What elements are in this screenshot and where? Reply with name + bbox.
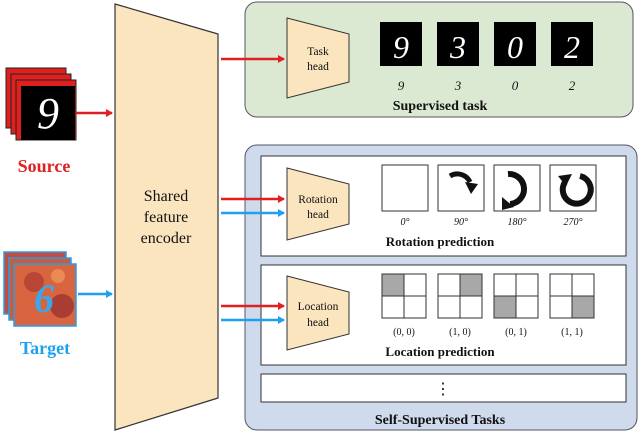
location-title: Location prediction — [385, 344, 495, 359]
sample-label: 9 — [398, 78, 405, 93]
more-tasks-ellipsis: ⋮ — [435, 381, 451, 398]
sample-digit: 9 — [393, 29, 409, 65]
shared-encoder — [114, 3, 219, 431]
task-head-line2: head — [307, 61, 329, 73]
sample-image — [437, 22, 479, 66]
sample-image — [551, 22, 593, 66]
location-grid — [381, 273, 427, 319]
more-tasks-box — [260, 373, 627, 403]
sample-digit: 0 — [507, 29, 523, 65]
rotation-arrow-icon — [448, 171, 473, 184]
rotation-head-line1: Rotation — [298, 194, 338, 206]
location-head-line2: head — [307, 317, 329, 329]
rotation-head — [286, 167, 350, 241]
rotation-head-line2: head — [307, 209, 329, 221]
location-samples — [381, 273, 595, 319]
rotation-label: 180° — [508, 217, 527, 228]
target-digit: 6 — [34, 276, 54, 321]
task-head-line1: Task — [307, 46, 329, 58]
rotation-title: Rotation prediction — [386, 234, 495, 249]
location-label: (1, 0) — [449, 327, 471, 338]
source-digit: 9 — [37, 89, 59, 138]
sample-image — [494, 22, 536, 66]
sample-label: 2 — [569, 78, 576, 93]
rotation-label: 0° — [401, 217, 410, 228]
sample-image — [380, 22, 422, 66]
encoder-label-line3: encoder — [141, 230, 192, 247]
source-digit-image — [21, 86, 75, 140]
self-supervised-title: Self-Supervised Tasks — [375, 413, 506, 428]
sample-label: 3 — [454, 78, 462, 93]
rotation-label: 90° — [454, 217, 468, 228]
location-grid — [549, 273, 595, 319]
sample-digit: 3 — [449, 29, 466, 65]
location-grid — [493, 273, 539, 319]
supervised-task-title: Supervised task — [393, 99, 488, 114]
supervised-samples: 9 9 3 3 0 0 2 2 — [380, 22, 593, 93]
target-label: Target — [20, 338, 70, 358]
location-head — [286, 275, 350, 351]
location-label: (1, 1) — [561, 327, 583, 338]
rotation-label: 270° — [564, 217, 583, 228]
source-image-stack: 9 — [5, 67, 77, 141]
encoder-label-line2: feature — [144, 209, 188, 226]
encoder-label-line1: Shared — [144, 188, 188, 205]
source-label: Source — [18, 156, 71, 176]
rotation-samples — [381, 164, 597, 212]
location-head-line1: Location — [298, 301, 339, 313]
sample-label: 0 — [512, 78, 519, 93]
location-label: (0, 0) — [393, 327, 415, 338]
sample-digit: 2 — [564, 29, 580, 65]
task-head — [286, 17, 350, 99]
location-label: (0, 1) — [505, 327, 527, 338]
rotation-arrow-icon — [559, 173, 594, 207]
rotation-arrow-icon — [507, 170, 528, 207]
target-image-stack: 6 — [3, 251, 77, 327]
location-grid — [437, 273, 483, 319]
rotation-tile — [381, 164, 429, 212]
